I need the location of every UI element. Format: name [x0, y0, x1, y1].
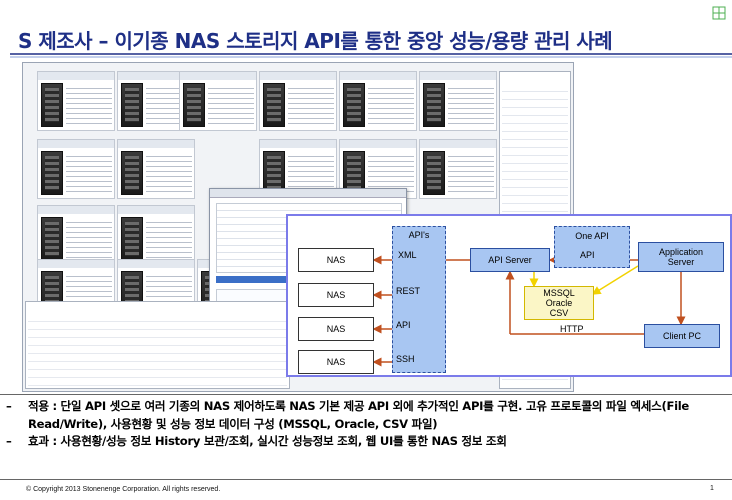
title-decoration: [10, 53, 732, 58]
nas-status-tile: [37, 205, 115, 265]
alerts-panel: [25, 301, 290, 389]
nas-status-tile: [179, 71, 257, 131]
protocol-ssh-label: SSH: [396, 354, 415, 364]
http-label: HTTP: [560, 324, 584, 334]
one-api-label: One API: [575, 231, 609, 241]
database-oracle: Oracle: [545, 298, 573, 308]
note-effect: – 효과 : 사용현황/성능 정보 History 보관/조회, 실시간 성능정…: [6, 433, 726, 451]
client-pc-node: Client PC: [644, 324, 720, 348]
application-server-node: Application Server: [638, 242, 724, 272]
note-apply: – 적용 : 단일 API 셋으로 여러 기종의 NAS 제어하도록 NAS 기…: [6, 398, 726, 433]
architecture-diagram: NAS NAS NAS NAS API's XML REST API SSH A…: [286, 214, 732, 377]
api-server-node: API Server: [470, 248, 550, 272]
page-number: 1: [710, 485, 714, 492]
protocol-xml-label: XML: [398, 250, 417, 260]
nas-status-tile: [259, 71, 337, 131]
note-dash: –: [6, 399, 12, 413]
nas-status-tile: [37, 71, 115, 131]
protocol-rest-label: REST: [396, 286, 421, 296]
nas-status-tile: [37, 139, 115, 199]
note-effect-text: 효과 : 사용현황/성능 정보 History 보관/조회, 실시간 성능정보 …: [28, 434, 507, 449]
protocol-api-label: API: [396, 320, 411, 330]
nas-status-tile: [419, 139, 497, 199]
nas-node-3: NAS: [298, 317, 374, 341]
nas-status-tile: [419, 71, 497, 131]
nas-status-tile: [117, 139, 195, 199]
note-dash: –: [6, 434, 12, 449]
nas-node-4: NAS: [298, 350, 374, 374]
database-stack: MSSQL Oracle CSV: [524, 286, 594, 320]
nas-node-1: NAS: [298, 248, 374, 272]
slide-title: S 제조사 – 이기종 NAS 스토리지 API를 통한 중앙 성능/용량 관리…: [18, 29, 613, 53]
notes-section: – 적용 : 단일 API 셋으로 여러 기종의 NAS 제어하도록 NAS 기…: [0, 394, 732, 480]
nas-status-tile: [339, 71, 417, 131]
database-mssql: MSSQL: [543, 288, 575, 298]
one-api-box: One API: [554, 226, 630, 268]
database-csv: CSV: [549, 308, 569, 318]
copyright-footer: © Copyright 2013 Stonenenge Corporation.…: [26, 486, 221, 493]
api-group-label: API's: [408, 230, 430, 240]
nas-node-2: NAS: [298, 283, 374, 307]
note-apply-text: 적용 : 단일 API 셋으로 여러 기종의 NAS 제어하도록 NAS 기본 …: [28, 399, 689, 431]
nas-status-tile: [117, 205, 195, 265]
corner-grid-icon: [712, 6, 726, 20]
api-arrow-label: API: [580, 250, 595, 260]
api-group-box: API's: [392, 226, 446, 373]
